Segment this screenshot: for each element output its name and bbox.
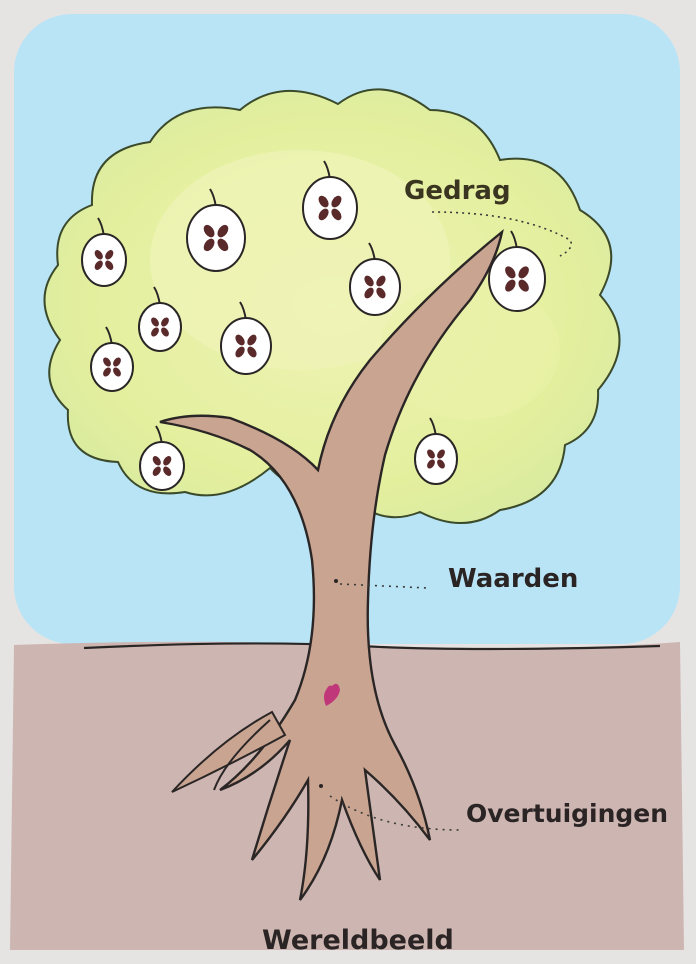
trunk-dot xyxy=(319,784,323,788)
label-gedrag: Gedrag xyxy=(404,178,511,204)
label-wereldbeeld: Wereldbeeld xyxy=(262,927,454,954)
label-waarden: Waarden xyxy=(448,566,578,592)
label-overtuigingen: Overtuigingen xyxy=(466,801,668,826)
trunk-dot xyxy=(334,579,338,583)
